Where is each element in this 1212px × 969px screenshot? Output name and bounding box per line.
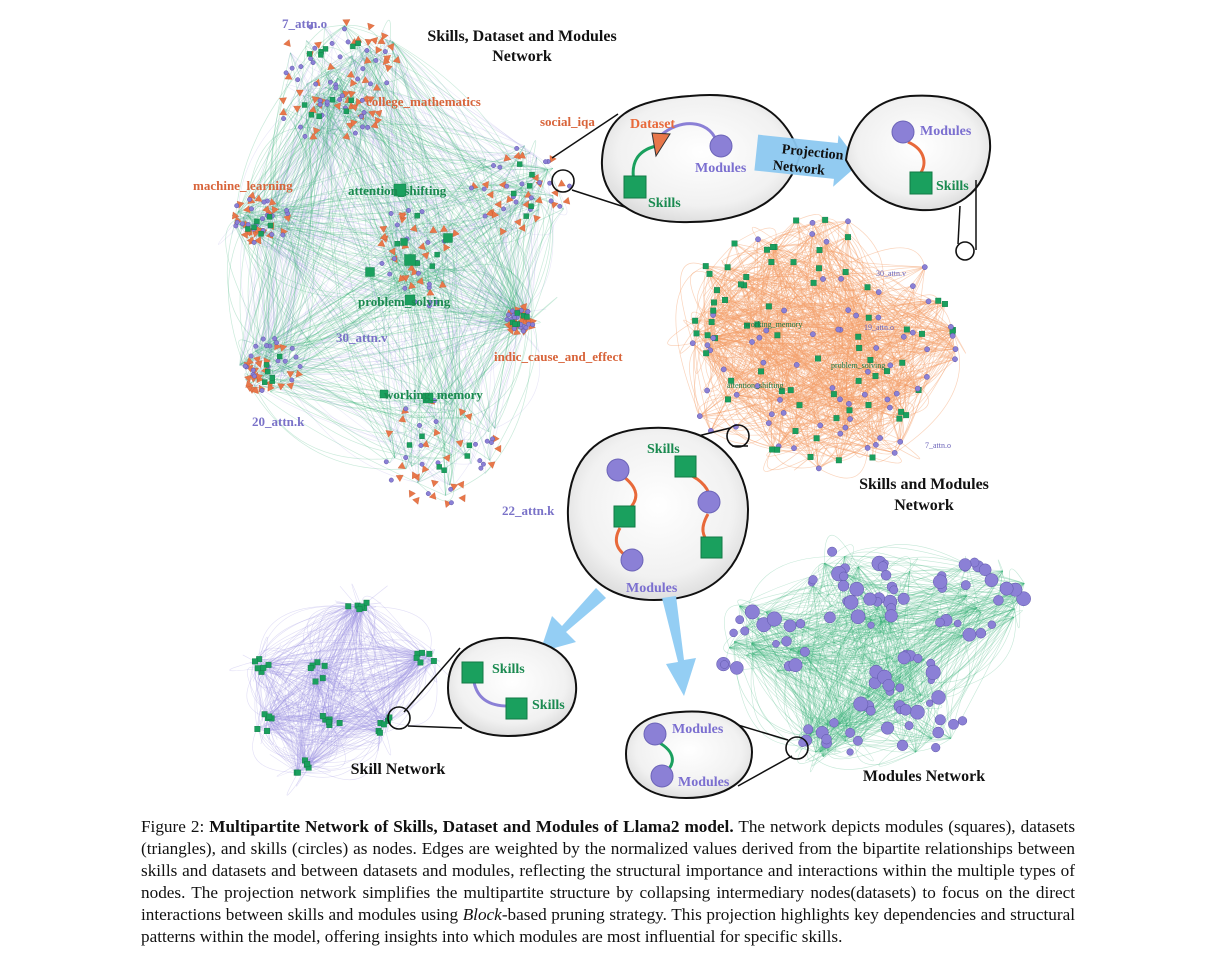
sm-label-attention-shifting: attention_shifting (727, 381, 783, 390)
label-20-attn-k: 20_attn.k (252, 414, 305, 429)
label-social-iqa: social_iqa (540, 114, 595, 129)
projection-arrow: Projection Network (754, 134, 860, 187)
zoom-module-3 (697, 490, 721, 514)
skill-pair-bottom-label: Skills (532, 698, 565, 713)
multipartite-title-line2: Network (492, 48, 552, 65)
multipartite-labels: 7_attn.o college_mathematics social_iqa … (193, 16, 623, 518)
projected-module-icon (891, 120, 915, 144)
projected-modules-label: Modules (920, 124, 972, 139)
skill-network (229, 583, 462, 796)
skills-modules-labels: 30_attn.v working_memory 19_attn.o atten… (727, 269, 951, 450)
module-pair-top-label: Modules (672, 722, 724, 737)
modules-network (716, 534, 1031, 773)
zoom-module-2 (620, 548, 644, 572)
zoom-circle-skills-modules-top (955, 241, 975, 261)
label-7-attn-o: 7_attn.o (282, 16, 327, 31)
arrow-to-modules-network (662, 596, 696, 696)
label-working-memory: working_memory (384, 387, 483, 402)
label-attention-shifting: attention_shifting (348, 183, 447, 198)
module-pair-bottom-icon (650, 764, 674, 788)
sm-label-30-attn-v: 30_attn.v (876, 269, 906, 278)
zoom-skills-label: Skills (647, 442, 680, 457)
label-college-mathematics: college_mathematics (366, 94, 481, 109)
multipartite-title-line1: Skills, Dataset and Modules (427, 28, 616, 45)
skill-network-title: Skill Network (351, 761, 446, 778)
bipartite-callout: Dataset Modules Skills (551, 93, 802, 224)
network-diagram: 7_attn.o college_mathematics social_iqa … (193, 16, 1031, 800)
sm-label-19-attn-o: 19_attn.o (864, 323, 894, 332)
module-pair-bottom-label: Modules (678, 775, 730, 790)
projected-skill-icon (909, 171, 933, 195)
module-pair-top-icon (643, 722, 667, 746)
skills-modules-network (667, 214, 966, 479)
skill-pair-bubble (446, 636, 578, 738)
caption-figure-label: Figure 2: (141, 817, 205, 836)
modules-network-title: Modules Network (863, 768, 985, 785)
sm-label-problem-solving: problem_solving (831, 361, 885, 370)
multipartite-network (218, 19, 572, 508)
caption-text-2: -based pruning strategy. This projection… (141, 905, 1075, 946)
dataset-triangle-icon (651, 132, 671, 158)
caption-text-1: The network depicts modules (squares), d… (141, 817, 1076, 924)
skills-modules-title-line1: Skills and Modules (859, 476, 989, 493)
label-indic-cause-and-effect: indic_cause_and_effect (494, 349, 623, 364)
zoom-callout: Skills Modules (566, 424, 750, 602)
sm-label-7-attn-o: 7_attn.o (925, 441, 951, 450)
projection-arrows-down (540, 588, 696, 696)
projected-callout: Modules Skills (844, 94, 992, 261)
zoom-skill-2 (674, 455, 697, 478)
label-30-attn-v: 30_attn.v (336, 330, 388, 345)
zoom-modules-label: Modules (626, 581, 678, 596)
zoom-module-1 (606, 458, 630, 482)
arrow-to-skill-network (540, 588, 606, 652)
module-pair-callout: Modules Modules (624, 710, 809, 800)
caption-title: Multipartite Network of Skills, Dataset … (209, 817, 734, 836)
projection-label-line1: Projection (781, 142, 844, 163)
sm-label-working-memory: working_memory (745, 320, 802, 329)
zoom-skill-1 (613, 505, 636, 528)
zoom-skill-3 (700, 536, 723, 559)
projection-label-line2: Network (772, 158, 826, 178)
skill-pair-top-label: Skills (492, 662, 525, 677)
zoom-circle-multipartite (551, 169, 575, 193)
skills-modules-title-line2: Network (894, 497, 954, 514)
zoom-circle-skill-network (387, 706, 411, 730)
network-titles: Skills, Dataset and Modules Network Skil… (351, 28, 989, 785)
label-22-attn-k: 22_attn.k (502, 503, 555, 518)
bipartite-dataset-label: Dataset (630, 117, 675, 132)
bipartite-skills-label: Skills (648, 196, 681, 211)
zoom-circle-skills-modules (726, 424, 750, 448)
skill-pair-callout: Skills Skills (387, 636, 578, 738)
zoom-circle-modules-network (785, 736, 809, 760)
label-problem-solving: problem_solving (358, 294, 451, 309)
skill-pair-bottom-icon (505, 697, 528, 720)
module-circle-icon (709, 134, 733, 158)
figure-caption: Figure 2: Multipartite Network of Skills… (141, 816, 1075, 948)
bipartite-modules-label: Modules (695, 161, 747, 176)
skill-square-icon (623, 175, 647, 199)
skill-pair-top-icon (461, 661, 484, 684)
projected-skills-label: Skills (936, 179, 969, 194)
label-machine-learning: machine_learning (193, 178, 293, 193)
projected-bubble (844, 94, 992, 212)
bipartite-bubble (600, 93, 802, 224)
caption-italic-word: Block (462, 905, 502, 924)
